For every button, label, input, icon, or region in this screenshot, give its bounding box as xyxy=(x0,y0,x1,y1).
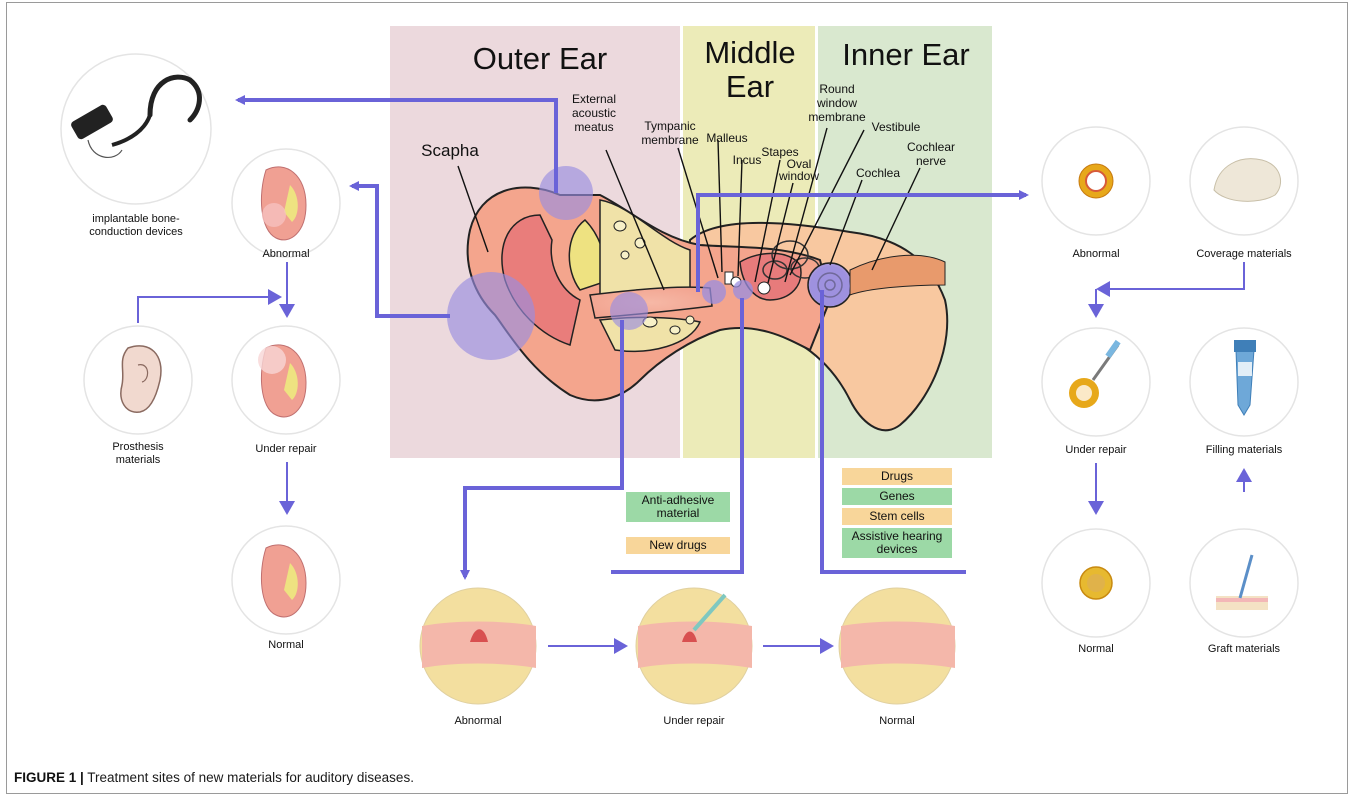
drugs-tag: Drugs xyxy=(842,468,952,485)
coverage-label: Coverage materials xyxy=(1180,247,1308,261)
round-window-label: Round window membrane xyxy=(806,82,868,124)
highlight-cochlea xyxy=(810,266,850,306)
highlight-middle xyxy=(733,280,753,300)
bottom-abnormal-canal-icon xyxy=(420,588,536,704)
filling-label: Filling materials xyxy=(1190,443,1298,457)
new-drugs-tag: New drugs xyxy=(626,537,730,554)
highlight-tympanic xyxy=(702,280,726,304)
inner-ear-title: Inner Ear xyxy=(822,38,990,72)
caption-text: Treatment sites of new materials for aud… xyxy=(84,770,414,785)
highlight-canal xyxy=(610,292,648,330)
left-under-repair-label: Under repair xyxy=(236,442,336,456)
right-abnormal-label: Abnormal xyxy=(1056,247,1136,261)
oval-window-shape xyxy=(758,282,770,294)
highlight-eam xyxy=(539,166,593,220)
stem-cells-tag: Stem cells xyxy=(842,508,952,525)
right-abnormal-membrane-icon xyxy=(1079,164,1113,198)
middle-ear-title: Middle Ear xyxy=(690,36,810,104)
bottom-under-repair-canal-icon xyxy=(636,588,752,704)
cochlear-nerve-label: Cochlear nerve xyxy=(902,140,960,168)
vestibule-label: Vestibule xyxy=(862,120,930,134)
left-abnormal-label: Abnormal xyxy=(246,247,326,261)
right-under-repair-circle xyxy=(1042,328,1150,436)
bottom-abnormal-label: Abnormal xyxy=(430,714,526,728)
bottom-under-repair-label: Under repair xyxy=(644,714,744,728)
right-under-repair-label: Under repair xyxy=(1046,443,1146,457)
right-normal-membrane-icon xyxy=(1080,567,1112,599)
outer-ear-title: Outer Ear xyxy=(450,42,630,76)
graft-label: Graft materials xyxy=(1190,642,1298,656)
bottom-normal-label: Normal xyxy=(857,714,937,728)
figure-caption: FIGURE 1 | Treatment sites of new materi… xyxy=(14,770,414,785)
highlight-auricle xyxy=(447,272,535,360)
malleus-label: Malleus xyxy=(698,131,756,145)
tympanic-label: Tympanic membrane xyxy=(632,119,708,147)
right-normal-label: Normal xyxy=(1056,642,1136,656)
oval-window-label: Oval window xyxy=(779,158,819,182)
left-normal-label: Normal xyxy=(246,638,326,652)
anti-adhesive-tag: Anti-adhesive material xyxy=(626,492,730,522)
caption-label: FIGURE 1 | xyxy=(14,770,84,785)
device-label: implantable bone-conduction devices xyxy=(86,213,186,239)
genes-tag: Genes xyxy=(842,488,952,505)
cochlea-label: Cochlea xyxy=(850,166,906,180)
assistive-devices-tag: Assistive hearing devices xyxy=(842,528,952,558)
scapha-label: Scapha xyxy=(410,141,490,161)
prosthesis-label: Prosthesis materials xyxy=(96,441,180,467)
bottom-normal-canal-icon xyxy=(839,588,955,704)
eam-label: External acoustic meatus xyxy=(562,92,626,134)
